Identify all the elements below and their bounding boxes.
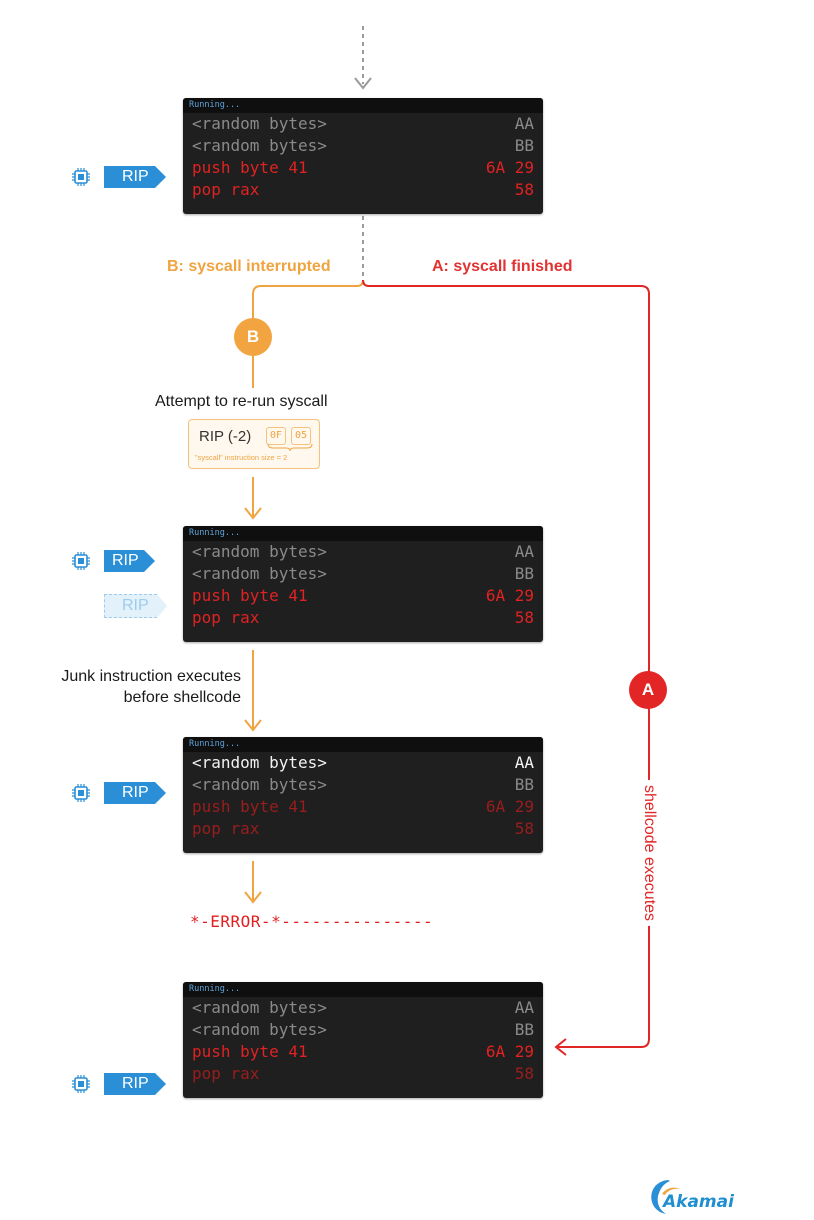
row-instruction: push byte 41 bbox=[192, 797, 308, 816]
branch-b-marker: B bbox=[234, 318, 272, 356]
branch-a-path bbox=[362, 279, 650, 1048]
terminal-1: Running... <random bytes> AA <random byte… bbox=[183, 98, 543, 214]
row-instruction: push byte 41 bbox=[192, 1042, 308, 1061]
terminal-row: <random bytes> BB bbox=[183, 135, 543, 157]
error-line: *-ERROR-*--------------- bbox=[190, 912, 434, 931]
row-hex: BB bbox=[514, 136, 534, 155]
rip-box-note: "syscall" instruction size = 2 bbox=[195, 453, 288, 462]
terminal-row: pop rax 58 bbox=[183, 607, 543, 629]
hex-byte-05: 05 bbox=[291, 427, 312, 445]
orange-arrowhead-2 bbox=[244, 719, 262, 732]
akamai-swoosh-icon bbox=[651, 1180, 680, 1214]
brace-icon bbox=[267, 443, 313, 451]
rip-box-title: RIP (-2) bbox=[199, 428, 252, 445]
terminal-row: <random bytes> AA bbox=[183, 113, 543, 135]
rip-minus-2-tag: RIP -2 bbox=[104, 550, 156, 591]
row-hex: 6A 29 bbox=[485, 1042, 534, 1061]
terminal-row: push byte 41 6A 29 bbox=[183, 585, 543, 607]
junk-label-line-1: Junk instruction executes bbox=[61, 668, 241, 685]
row-instruction: push byte 41 bbox=[192, 158, 308, 177]
row-instruction: <random bytes> bbox=[192, 775, 327, 794]
row-hex: AA bbox=[514, 542, 534, 561]
branch-a-marker: A bbox=[629, 671, 667, 709]
row-instruction: <random bytes> bbox=[192, 1020, 327, 1039]
cpu-chip-icon bbox=[72, 1075, 90, 1093]
terminal-row: <random bytes> BB bbox=[183, 563, 543, 585]
branch-b-label: B: syscall interrupted bbox=[167, 258, 331, 275]
akamai-logo-text: Akamai bbox=[663, 1192, 734, 1212]
terminal-row: <random bytes> AA bbox=[183, 541, 543, 563]
row-hex: 6A 29 bbox=[485, 797, 534, 816]
row-hex: AA bbox=[514, 753, 534, 772]
row-instruction: pop rax bbox=[192, 180, 260, 199]
terminal-row: <random bytes> AA bbox=[183, 997, 543, 1019]
row-instruction: <random bytes> bbox=[192, 998, 327, 1017]
terminal-row: push byte 41 6A 29 bbox=[183, 1041, 543, 1063]
row-instruction: <random bytes> bbox=[192, 542, 327, 561]
row-hex: BB bbox=[514, 1020, 534, 1039]
row-instruction: <random bytes> bbox=[192, 114, 327, 133]
attempt-label: Attempt to re-run syscall bbox=[155, 393, 328, 410]
branch-a-label: A: syscall finished bbox=[432, 258, 573, 275]
row-instruction: pop rax bbox=[192, 608, 260, 627]
rip-tag: RIP bbox=[104, 166, 166, 188]
terminal-row: <random bytes> AA bbox=[183, 752, 543, 774]
akamai-logo: Akamai bbox=[646, 1176, 746, 1216]
cpu-chip-icon bbox=[72, 552, 90, 570]
terminal-2: Running... <random bytes> AA <random byte… bbox=[183, 526, 543, 642]
terminal-row: pop rax 58 bbox=[183, 179, 543, 201]
rip-tag: RIP bbox=[104, 782, 166, 804]
orange-arrowhead-1 bbox=[244, 507, 262, 520]
terminal-header: Running... bbox=[183, 526, 543, 541]
terminal-row: pop rax 58 bbox=[183, 1063, 543, 1085]
rip-tag: RIP bbox=[104, 1073, 166, 1095]
junk-instruction-label: Junk instruction executes before shellco… bbox=[61, 666, 241, 708]
terminal-row: push byte 41 6A 29 bbox=[183, 157, 543, 179]
row-hex: 58 bbox=[514, 1064, 534, 1083]
row-hex: BB bbox=[514, 564, 534, 583]
cpu-chip-icon bbox=[72, 784, 90, 802]
row-instruction: <random bytes> bbox=[192, 753, 327, 772]
terminal-row: push byte 41 6A 29 bbox=[183, 796, 543, 818]
row-hex: 58 bbox=[514, 180, 534, 199]
row-instruction: <random bytes> bbox=[192, 564, 327, 583]
terminal-row: pop rax 58 bbox=[183, 818, 543, 840]
entry-arrowhead bbox=[354, 77, 372, 90]
terminal-header: Running... bbox=[183, 982, 543, 997]
row-hex: 58 bbox=[514, 819, 534, 838]
junk-label-line-2: before shellcode bbox=[123, 689, 241, 706]
branch-b-path bbox=[252, 279, 364, 318]
row-instruction: pop rax bbox=[192, 1064, 260, 1083]
orange-arrowhead-3 bbox=[244, 891, 262, 904]
row-hex: 58 bbox=[514, 608, 534, 627]
row-instruction: push byte 41 bbox=[192, 586, 308, 605]
row-hex: AA bbox=[514, 114, 534, 133]
row-hex: 6A 29 bbox=[485, 158, 534, 177]
rip-minus-2-box: RIP (-2) 0F 05 "syscall" instruction siz… bbox=[188, 419, 320, 469]
terminal-row: <random bytes> BB bbox=[183, 1019, 543, 1041]
row-hex: 6A 29 bbox=[485, 586, 534, 605]
terminal-4: Running... <random bytes> AA <random byte… bbox=[183, 982, 543, 1098]
red-arrowhead bbox=[554, 1038, 567, 1056]
cpu-chip-icon bbox=[72, 168, 90, 186]
row-instruction: pop rax bbox=[192, 819, 260, 838]
rip-ghost-tag: RIP bbox=[104, 594, 167, 618]
row-instruction: <random bytes> bbox=[192, 136, 327, 155]
terminal-header: Running... bbox=[183, 737, 543, 752]
hex-byte-0f: 0F bbox=[266, 427, 287, 445]
terminal-row: <random bytes> BB bbox=[183, 774, 543, 796]
terminal-3: Running... <random bytes> AA <random byte… bbox=[183, 737, 543, 853]
terminal-header: Running... bbox=[183, 98, 543, 113]
row-hex: AA bbox=[514, 998, 534, 1017]
row-hex: BB bbox=[514, 775, 534, 794]
shellcode-executes-label: shellcode executes bbox=[640, 779, 658, 927]
